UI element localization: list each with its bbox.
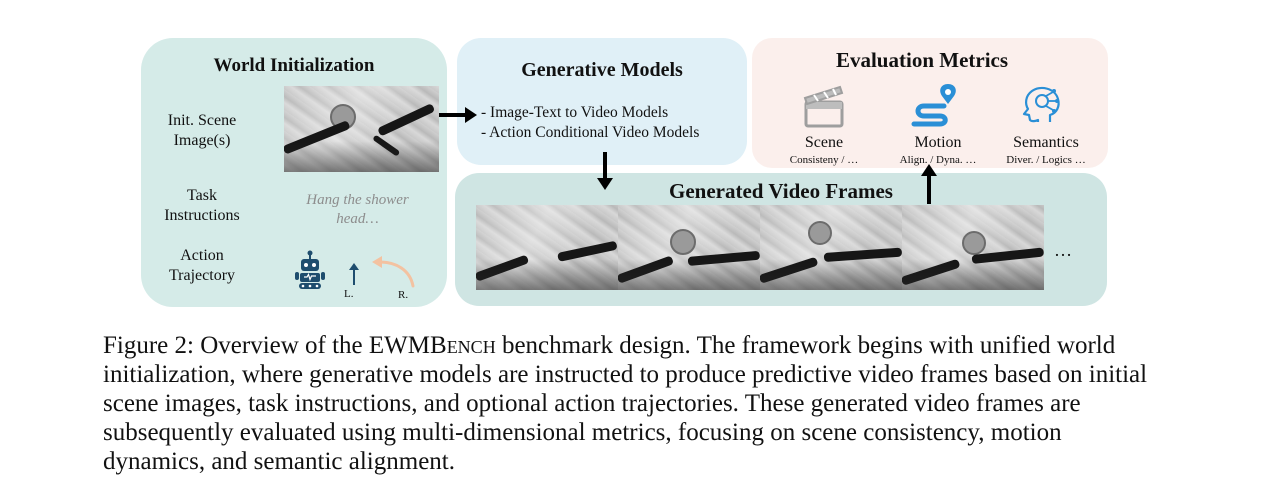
- generative-model-item: - Action Conditional Video Models: [481, 123, 699, 143]
- scene-label-line1: Init. Scene: [152, 111, 252, 131]
- figure-caption: Figure 2: Overview of the EWMBench bench…: [103, 331, 1163, 476]
- generative-models-list: - Image-Text to Video Models - Action Co…: [481, 103, 699, 143]
- caption-prefix: Figure 2: Overview of the EWM: [103, 332, 430, 359]
- frames-ellipsis: …: [1054, 240, 1072, 261]
- action-label-line2: Trajectory: [152, 266, 252, 286]
- world-to-generative-arrow-icon: [439, 106, 479, 124]
- left-trajectory-arrow-icon: [347, 262, 361, 286]
- task-text-line1: Hang the shower: [290, 191, 425, 210]
- task-label-line2: Instructions: [152, 206, 252, 226]
- robot-icon: [293, 250, 327, 290]
- task-instruction-text: Hang the shower head…: [290, 191, 425, 229]
- generative-models-panel: [457, 38, 747, 165]
- metric-semantics-sub: Diver. / Logics …: [992, 154, 1100, 166]
- world-init-title: World Initialization: [141, 55, 447, 77]
- evaluation-metrics-title: Evaluation Metrics: [752, 48, 1092, 73]
- metric-scene-sub: Consisteny / …: [774, 154, 874, 166]
- generated-frame: [760, 205, 902, 290]
- clapperboard-icon: [802, 82, 846, 128]
- init-scene-image: [284, 86, 439, 172]
- right-marker: R.: [398, 289, 408, 301]
- action-label-line1: Action: [152, 246, 252, 266]
- motion-path-icon: [910, 82, 962, 128]
- task-label-line1: Task: [152, 186, 252, 206]
- brain-head-icon: [1020, 84, 1064, 126]
- action-label: Action Trajectory: [152, 246, 252, 286]
- task-label: Task Instructions: [152, 186, 252, 226]
- metric-scene-name: Scene: [774, 134, 874, 152]
- generative-model-item: - Image-Text to Video Models: [481, 103, 699, 123]
- metric-motion-sub: Align. / Dyna. …: [884, 154, 992, 166]
- scene-label: Init. Scene Image(s): [152, 111, 252, 151]
- scene-label-line2: Image(s): [152, 131, 252, 151]
- right-trajectory-arrow-icon: [370, 254, 416, 288]
- generative-models-title: Generative Models: [457, 59, 747, 82]
- metric-motion-name: Motion: [886, 134, 990, 152]
- generated-frames-title: Generated Video Frames: [455, 179, 1107, 204]
- generated-frame: [476, 205, 618, 290]
- generated-frame: [618, 205, 760, 290]
- generated-frame: [902, 205, 1044, 290]
- metric-semantics-name: Semantics: [996, 134, 1096, 152]
- caption-bench-smallcaps: Bench: [430, 332, 496, 359]
- task-text-line2: head…: [290, 210, 425, 229]
- left-marker: L.: [344, 288, 353, 300]
